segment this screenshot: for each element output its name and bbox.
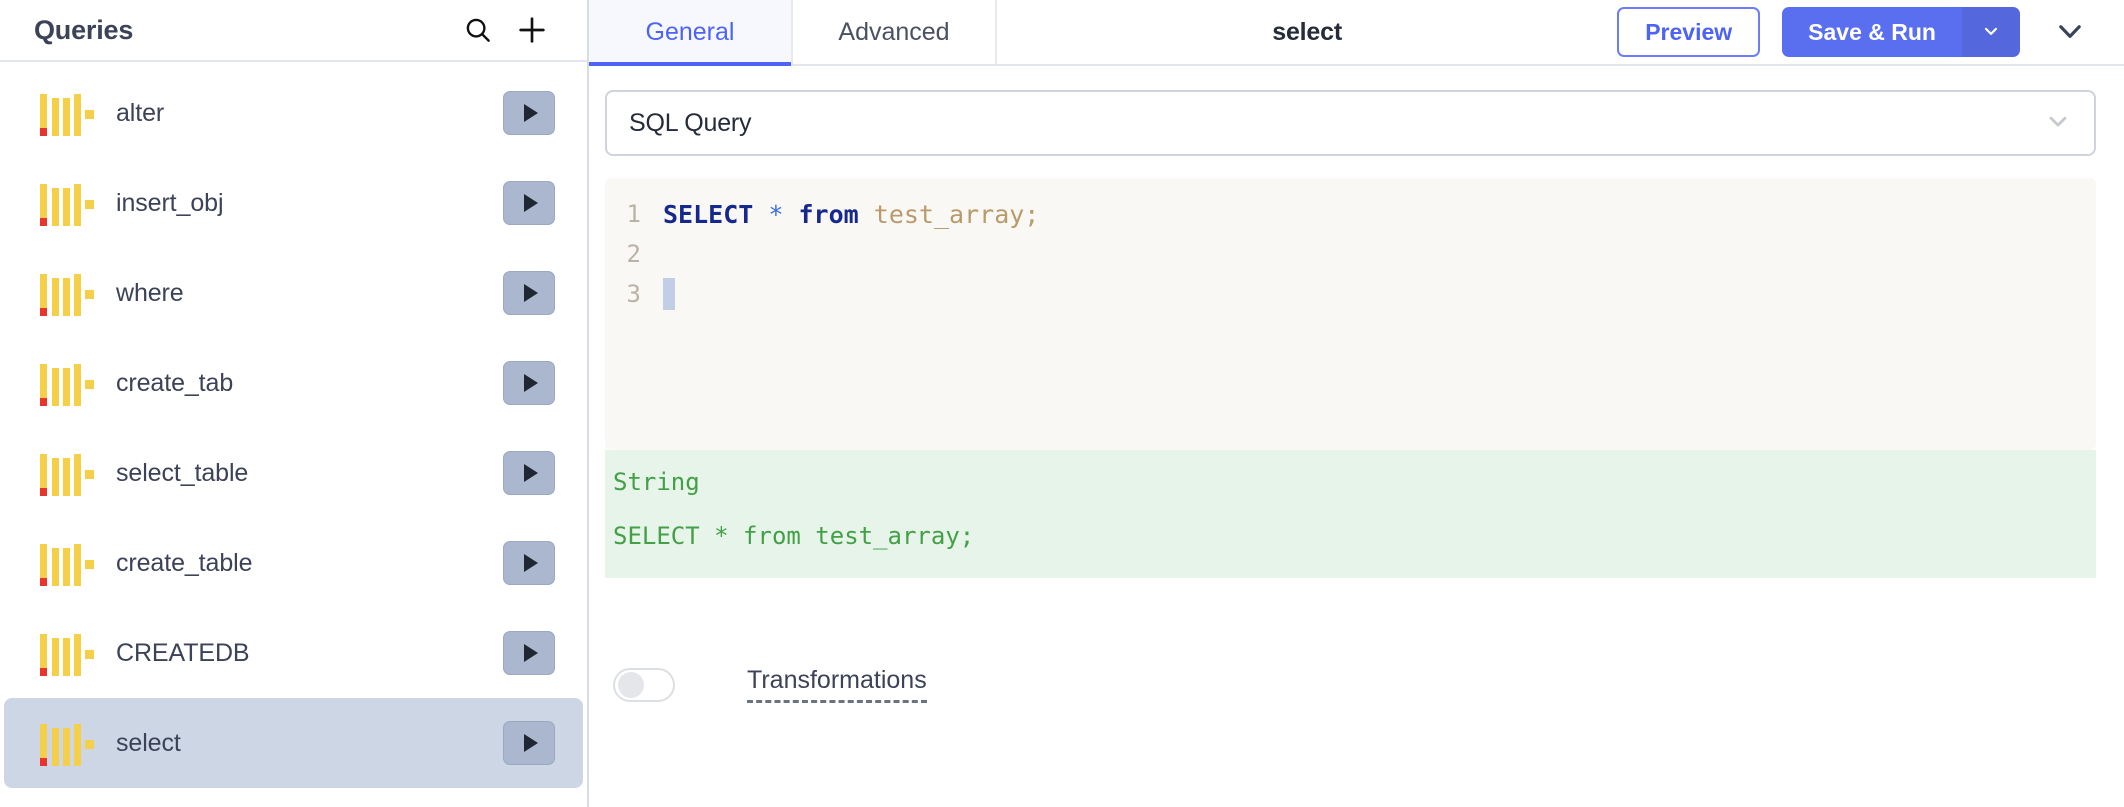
query-bars-icon: [38, 270, 94, 316]
query-result-panel: String SELECT * from test_array;: [605, 450, 2096, 578]
collapse-panel-button[interactable]: [2042, 4, 2098, 60]
run-query-button[interactable]: [503, 181, 555, 225]
code-line: 1 SELECT * from test_array;: [605, 194, 2096, 234]
query-bars-icon: [38, 180, 94, 226]
chevron-down-icon: [2044, 107, 2072, 140]
query-name-title: select: [1272, 17, 1342, 46]
query-list-item-where[interactable]: where: [4, 248, 583, 338]
query-bars-icon: [38, 360, 94, 406]
run-query-button[interactable]: [503, 541, 555, 585]
main-body: SQL Query 1 SELECT * from test_array; 2: [589, 66, 2124, 807]
save-run-dropdown-button[interactable]: [1962, 7, 2020, 57]
run-query-button[interactable]: [503, 91, 555, 135]
query-bars-icon: [38, 720, 94, 766]
page-title: Queries: [34, 14, 134, 45]
tab-advanced[interactable]: Advanced: [793, 0, 997, 64]
result-type-label: String: [613, 468, 700, 496]
chevron-down-icon: [1981, 21, 2001, 44]
query-list-item-select-table[interactable]: select_table: [4, 428, 583, 518]
play-icon: [523, 464, 538, 482]
query-bars-icon: [38, 450, 94, 496]
code-content: [663, 278, 675, 310]
main-panel: General Advanced select Preview Save & R…: [589, 0, 2124, 807]
add-query-button[interactable]: [505, 3, 559, 57]
code-line: 3: [605, 274, 2096, 314]
transformations-row: Transformations: [605, 666, 2096, 703]
query-item-label: where: [116, 278, 184, 307]
query-list[interactable]: alter insert_obj: [0, 62, 587, 807]
line-number: 1: [626, 200, 641, 228]
search-button[interactable]: [451, 3, 505, 57]
query-type-select[interactable]: SQL Query: [605, 90, 2096, 156]
tab-general[interactable]: General: [589, 0, 793, 66]
queries-sidebar: Queries: [0, 0, 589, 807]
query-item-label: insert_obj: [116, 188, 224, 217]
toggle-knob: [618, 671, 644, 698]
line-number: 3: [626, 280, 641, 308]
play-icon: [523, 284, 538, 302]
code-token-identifier: test_array;: [873, 199, 1040, 229]
query-item-label: create_table: [116, 548, 253, 577]
run-query-button[interactable]: [503, 451, 555, 495]
transformations-toggle[interactable]: [613, 667, 675, 702]
search-icon: [463, 15, 493, 45]
query-list-item-alter[interactable]: alter: [4, 68, 583, 158]
code-line: 2: [605, 234, 2096, 274]
save-run-button[interactable]: Save & Run: [1782, 7, 1962, 57]
run-query-button[interactable]: [503, 361, 555, 405]
query-item-label: select_table: [116, 458, 249, 487]
query-list-item-create-tab[interactable]: create_tab: [4, 338, 583, 428]
query-list-item-create-table[interactable]: create_table: [4, 518, 583, 608]
play-icon: [523, 194, 538, 212]
play-icon: [523, 644, 538, 662]
query-item-label: alter: [116, 98, 165, 127]
save-and-run-group[interactable]: Save & Run: [1782, 7, 2020, 57]
plus-icon: [516, 14, 548, 46]
code-token-keyword: from: [798, 199, 859, 229]
play-icon: [523, 554, 538, 572]
run-query-button[interactable]: [503, 271, 555, 315]
text-cursor: [663, 278, 675, 310]
play-icon: [523, 734, 538, 752]
code-token-operator: *: [768, 199, 784, 229]
query-bars-icon: [38, 630, 94, 676]
query-list-item-insert-obj[interactable]: insert_obj: [4, 158, 583, 248]
run-query-button[interactable]: [503, 721, 555, 765]
sql-code-editor[interactable]: 1 SELECT * from test_array; 2 3: [605, 178, 2096, 450]
preview-button[interactable]: Preview: [1617, 7, 1761, 57]
run-query-button[interactable]: [503, 631, 555, 675]
query-list-item-createdb[interactable]: CREATEDB: [4, 608, 583, 698]
chevron-down-icon: [2053, 14, 2087, 51]
query-item-label: CREATEDB: [116, 638, 250, 667]
transformations-label[interactable]: Transformations: [747, 666, 927, 703]
code-token-keyword: SELECT: [663, 199, 754, 229]
play-icon: [523, 374, 538, 392]
play-icon: [523, 104, 538, 122]
line-number: 2: [626, 240, 641, 268]
code-content: SELECT * from test_array;: [663, 200, 1039, 229]
query-bars-icon: [38, 90, 94, 136]
sidebar-header: Queries: [0, 0, 587, 62]
toolbar-actions: Preview Save & Run: [1617, 0, 2124, 64]
editor-toolbar: General Advanced select Preview Save & R…: [589, 0, 2124, 66]
query-bars-icon: [38, 540, 94, 586]
query-type-value: SQL Query: [629, 108, 752, 137]
result-value: SELECT * from test_array;: [613, 522, 975, 550]
query-item-label: select: [116, 728, 181, 757]
query-list-item-select[interactable]: select: [4, 698, 583, 788]
query-item-label: create_tab: [116, 368, 234, 397]
